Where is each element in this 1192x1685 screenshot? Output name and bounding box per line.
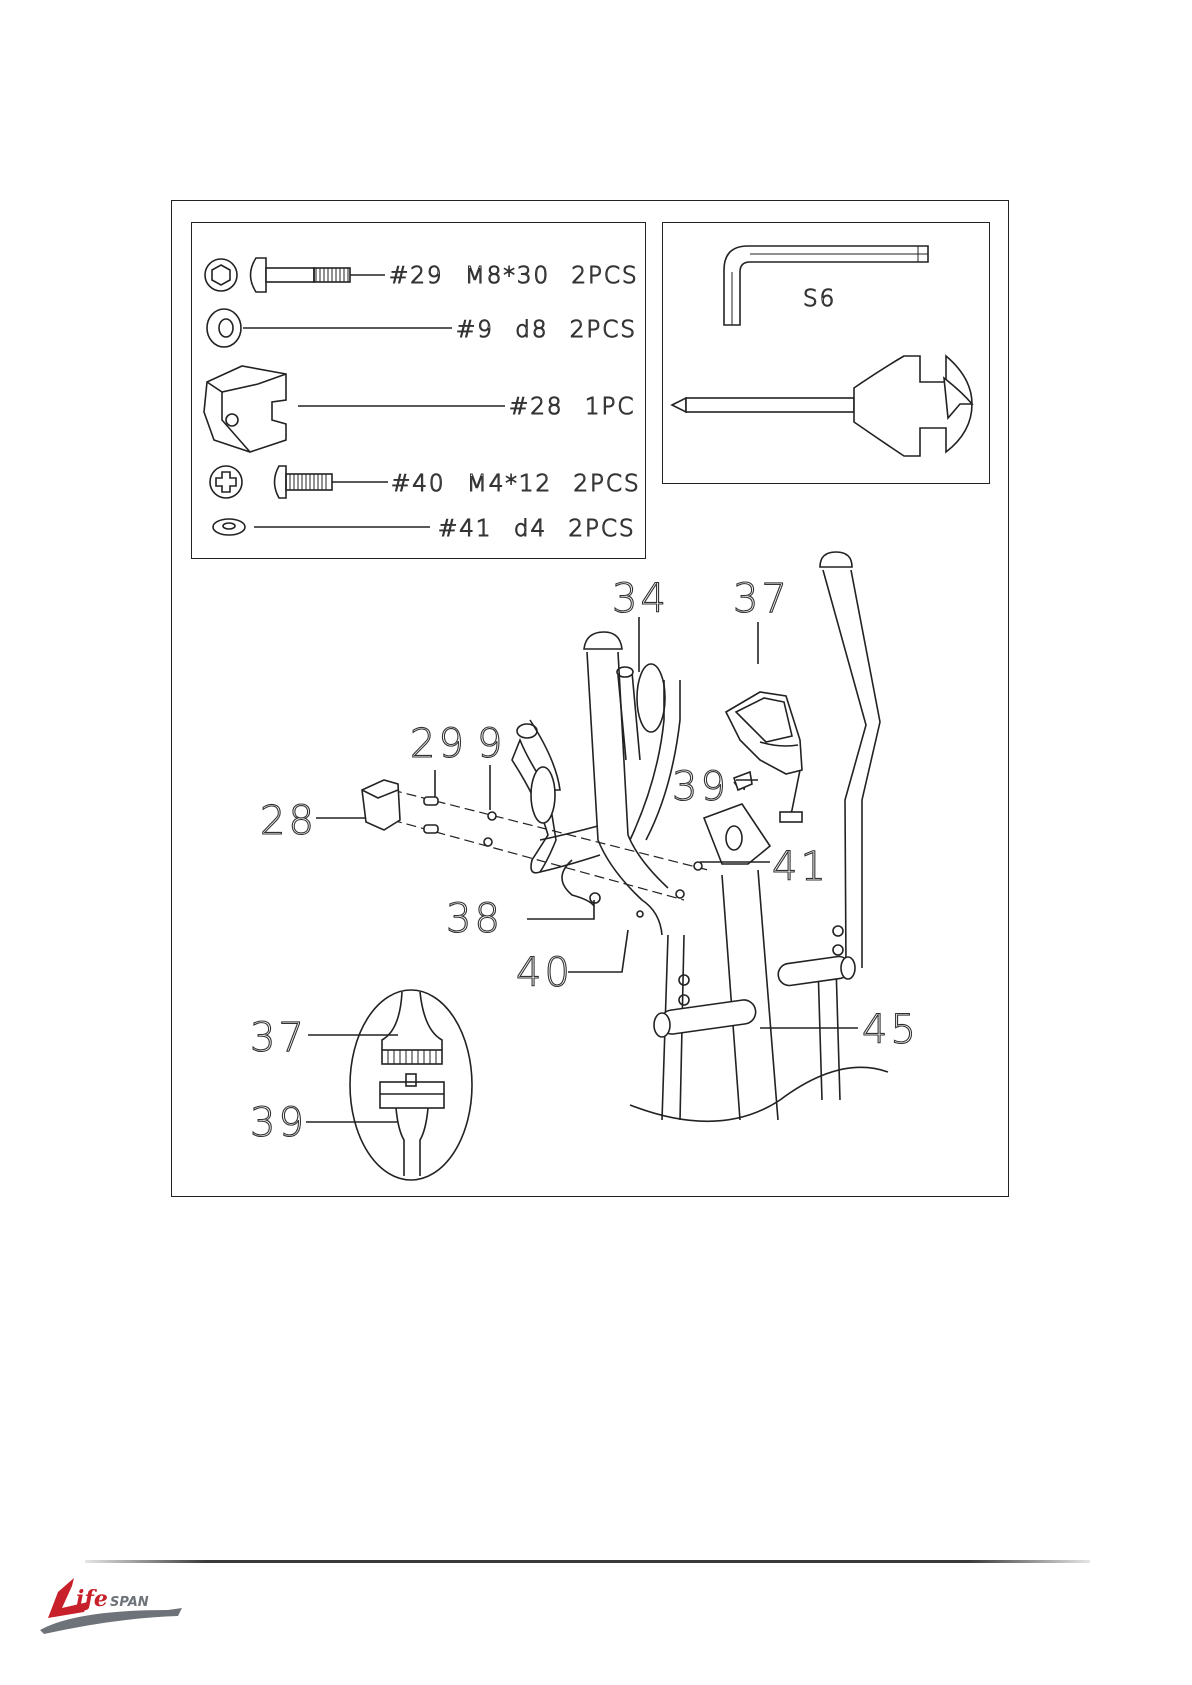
hardware-28-label: #28 1PC — [509, 394, 635, 420]
detail-callout-37: 37 — [250, 1015, 307, 1061]
bolt-29-icon — [205, 258, 385, 292]
callout-9: 9 — [477, 721, 505, 767]
handlebar-upright-icon — [540, 552, 880, 968]
callout-45: 45 — [862, 1007, 919, 1053]
callout-29: 29 — [410, 721, 467, 767]
pulse-grip-34-icon — [617, 664, 665, 760]
allen-key-label: S6 — [803, 286, 836, 312]
callout-41: 41 — [772, 844, 829, 890]
hardware-29-label: #29 M8*30 2PCS — [389, 263, 639, 289]
cap-28-icon — [204, 366, 505, 452]
svg-text:SPAN: SPAN — [110, 1595, 149, 1610]
console-37-icon — [726, 692, 802, 822]
detail-callout-39: 39 — [250, 1100, 307, 1146]
callout-40: 40 — [516, 950, 573, 996]
callout-28: 28 — [260, 798, 317, 844]
handlebar-left-icon — [512, 720, 560, 873]
callout-38: 38 — [446, 896, 503, 942]
bolt-29-assembly-icon — [424, 797, 496, 846]
hardware-40-label: #40 M4*12 2PCS — [391, 471, 641, 497]
washer-9-icon — [207, 309, 452, 347]
svg-text:ife: ife — [76, 1586, 108, 1612]
hardware-41-label: #41 d4 2PCS — [438, 516, 636, 542]
callout-39: 39 — [672, 764, 729, 810]
connector-detail-icon — [350, 990, 472, 1180]
callout-34: 34 — [612, 576, 669, 622]
hardware-9-label: #9 d8 2PCS — [456, 317, 637, 343]
main-frame-45-icon — [630, 870, 888, 1121]
multi-tool-screwdriver-icon — [672, 356, 972, 456]
cap-28-assembly-icon — [362, 780, 400, 830]
screw-40-icon — [210, 466, 388, 498]
sensor-wire-38-icon — [562, 860, 600, 906]
washer-41-icon — [213, 519, 430, 535]
footer-rule — [85, 1560, 1090, 1563]
lifespan-logo: ife SPAN — [36, 1572, 186, 1636]
callout-37: 37 — [733, 576, 790, 622]
